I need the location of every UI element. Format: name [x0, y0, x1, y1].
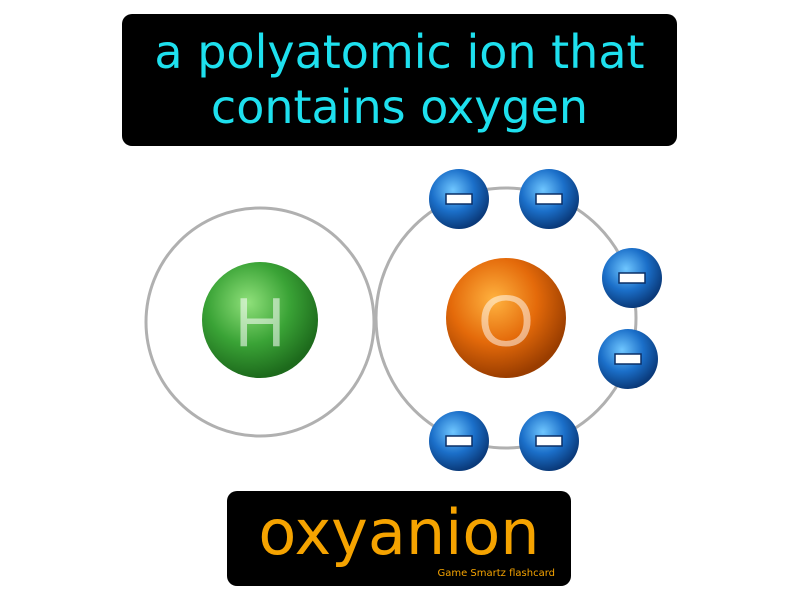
definition-line-2: contains oxygen [210, 80, 589, 134]
electron [602, 248, 662, 308]
electron [429, 169, 489, 229]
minus-sign-icon [535, 435, 563, 447]
oxygen-orbit [374, 186, 638, 450]
oxygen-symbol: O [478, 282, 534, 362]
minus-sign-icon [445, 193, 473, 205]
term-box: oxyanion Game Smartz flashcard [227, 491, 571, 586]
hydrogen-symbol: H [235, 283, 286, 361]
electron [429, 411, 489, 471]
minus-sign-icon [535, 193, 563, 205]
term-word: oxyanion [258, 496, 540, 569]
definition-line-1: a polyatomic ion that [154, 25, 645, 79]
electrons-group [429, 169, 662, 471]
hydrogen-nucleus [202, 262, 318, 378]
electron [598, 329, 658, 389]
hydrogen-orbit [144, 206, 376, 438]
minus-sign-icon [618, 272, 646, 284]
oxygen-nucleus [446, 258, 566, 378]
minus-sign-icon [445, 435, 473, 447]
definition-box: a polyatomic ion that contains oxygen [122, 14, 677, 146]
electron [519, 169, 579, 229]
electron [519, 411, 579, 471]
brand-caption: Game Smartz flashcard [437, 568, 555, 579]
minus-sign-icon [614, 353, 642, 365]
